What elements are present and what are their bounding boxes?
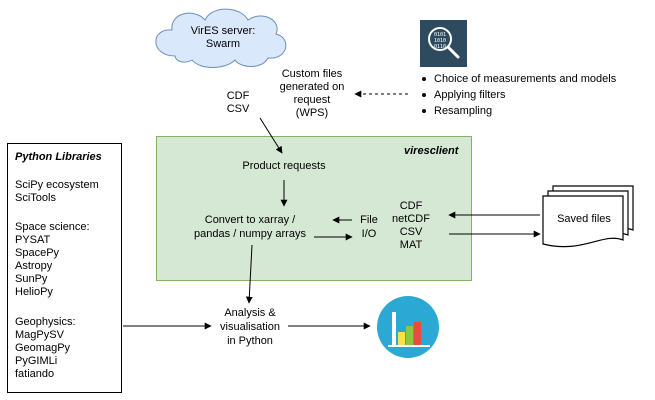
analysis-line2: visualisation [220, 321, 280, 333]
format-item: CDF [399, 200, 423, 212]
bar-chart-icon [377, 296, 439, 358]
saved-files-shape [542, 185, 634, 248]
library-item: fatiando [15, 368, 55, 380]
library-group-heading: Space science: [15, 221, 90, 233]
viresclient-container [156, 136, 472, 281]
library-item: GeomagPy [15, 342, 71, 354]
svg-text:0101: 0101 [434, 32, 446, 38]
option-item: Resampling [418, 103, 616, 119]
format-top-csv: CSV [226, 103, 250, 115]
format-top-cdf: CDF [226, 90, 250, 102]
analysis-line1: Analysis & [224, 307, 276, 319]
custom-files-line4: (WPS) [295, 107, 329, 119]
format-item: netCDF [392, 213, 430, 225]
option-item: Applying filters [418, 87, 616, 103]
server-label-line2: Swarm [205, 38, 241, 50]
python-libraries-title: Python Libraries [15, 151, 102, 163]
format-item: CSV [399, 226, 423, 238]
library-item: SunPy [15, 273, 48, 285]
format-item: MAT [399, 239, 423, 251]
server-cloud [155, 8, 287, 68]
library-item: PYSAT [15, 234, 51, 246]
arrow-convert-to-analysis [245, 244, 253, 304]
custom-files-line1: Custom files [281, 68, 343, 80]
custom-files-line3: request [293, 94, 331, 106]
file-io-line2: I/O [361, 228, 377, 240]
library-item: SciTools [15, 192, 56, 204]
option-item: Choice of measurements and models [418, 71, 616, 87]
convert-line1: Convert to xarray / [204, 214, 296, 226]
svg-text:0110: 0110 [434, 44, 446, 50]
binary-magnifier-icon: 0101 1010 0110 [420, 20, 467, 67]
library-item: SpacePy [15, 247, 60, 259]
convert-line2: pandas / numpy arrays [194, 228, 306, 240]
library-item: MagPySV [15, 329, 64, 341]
arrow-server-to-requests [259, 117, 283, 154]
file-io-line1: File [360, 214, 378, 226]
options-list: Choice of measurements and models Applyi… [418, 71, 616, 119]
library-item: PyGIMLi [15, 355, 58, 367]
library-item: HelioPy [15, 286, 53, 298]
server-label-line1: VirES server: [190, 25, 256, 37]
library-group-heading: Geophysics: [15, 316, 76, 328]
analysis-line3: in Python [227, 335, 273, 347]
svg-text:1010: 1010 [434, 38, 446, 44]
saved-files-label: Saved files [557, 213, 611, 225]
product-requests-label: Product requests [242, 160, 326, 172]
library-item: Astropy [15, 260, 53, 272]
library-item: SciPy ecosystem [15, 179, 99, 191]
custom-files-line2: generated on [279, 81, 345, 93]
python-libraries-box [7, 143, 122, 393]
viresclient-label: viresclient [404, 145, 459, 157]
